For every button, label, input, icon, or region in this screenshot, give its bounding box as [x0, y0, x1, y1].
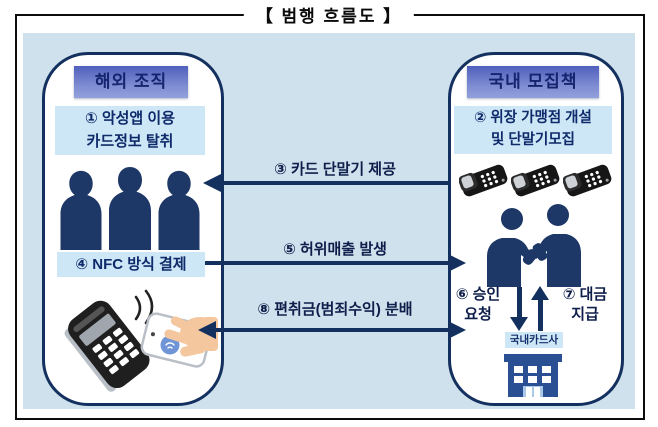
diagram-title: 【 범행 흐름도 】 — [243, 2, 415, 27]
step1-line2: 카드정보 탈취 — [86, 132, 174, 150]
card-terminals-group — [459, 160, 613, 202]
card-company-building-icon — [504, 354, 562, 397]
step6-approval-request: ⑥ 승인 요청 — [446, 285, 510, 324]
pos-terminal-icon — [459, 164, 508, 197]
step1-line1: ① 악성앱 이용 — [84, 110, 176, 127]
person-silhouette-icon — [60, 170, 102, 250]
arrow-left-icon — [198, 321, 216, 339]
arrow-up-shaft — [538, 299, 543, 331]
overseas-organization-header: 해외 조직 — [74, 66, 188, 98]
arrow-left-icon — [203, 174, 221, 192]
arrow-right-icon — [448, 254, 466, 272]
step4-nfc-payment-box: ④ NFC 방식 결제 — [57, 252, 205, 277]
step2-line2: 및 단말기모집 — [490, 131, 576, 148]
step2-line1: ② 위장 가맹점 개설 — [474, 110, 592, 126]
step6-line2: 요청 — [464, 305, 492, 323]
step1-malicious-app-box: ① 악성앱 이용 카드정보 탈취 — [55, 106, 205, 155]
flow-step8-arrow — [216, 328, 448, 332]
arrow-up-icon — [531, 286, 549, 300]
flow-step3-label: ③ 카드 단말기 제공 — [274, 161, 396, 178]
flow-step3-arrow — [221, 181, 448, 185]
step2-fake-merchant-box: ② 위장 가맹점 개설 및 단말기모집 — [454, 106, 612, 154]
pos-terminal-icon — [563, 164, 612, 197]
arrow-down-shaft — [517, 287, 522, 319]
step7-line2: 지급 — [571, 305, 599, 323]
flow-step8-label: ⑧ 편취금(범죄수익) 분배 — [257, 301, 413, 318]
step7-line1: ⑦ 대금 — [562, 286, 608, 303]
person-silhouette-icon — [158, 170, 200, 250]
people-talking-icon — [487, 204, 581, 287]
arrow-down-icon — [510, 317, 528, 331]
card-company-label: 국내카드사 — [505, 332, 563, 348]
pos-terminal-icon — [511, 164, 560, 197]
flow-step5-arrow — [205, 261, 448, 265]
person-silhouette-icon — [109, 167, 151, 250]
flow-step5-label: ⑤ 허위매출 발생 — [283, 241, 387, 258]
domestic-recruiter-header: 국내 모집책 — [467, 66, 599, 98]
nfc-payment-icon — [64, 289, 218, 392]
step7-payment: ⑦ 대금 지급 — [554, 285, 616, 324]
overseas-members-group — [58, 166, 206, 250]
arrow-right-icon — [448, 321, 466, 339]
step6-line1: ⑥ 승인 — [455, 286, 501, 303]
